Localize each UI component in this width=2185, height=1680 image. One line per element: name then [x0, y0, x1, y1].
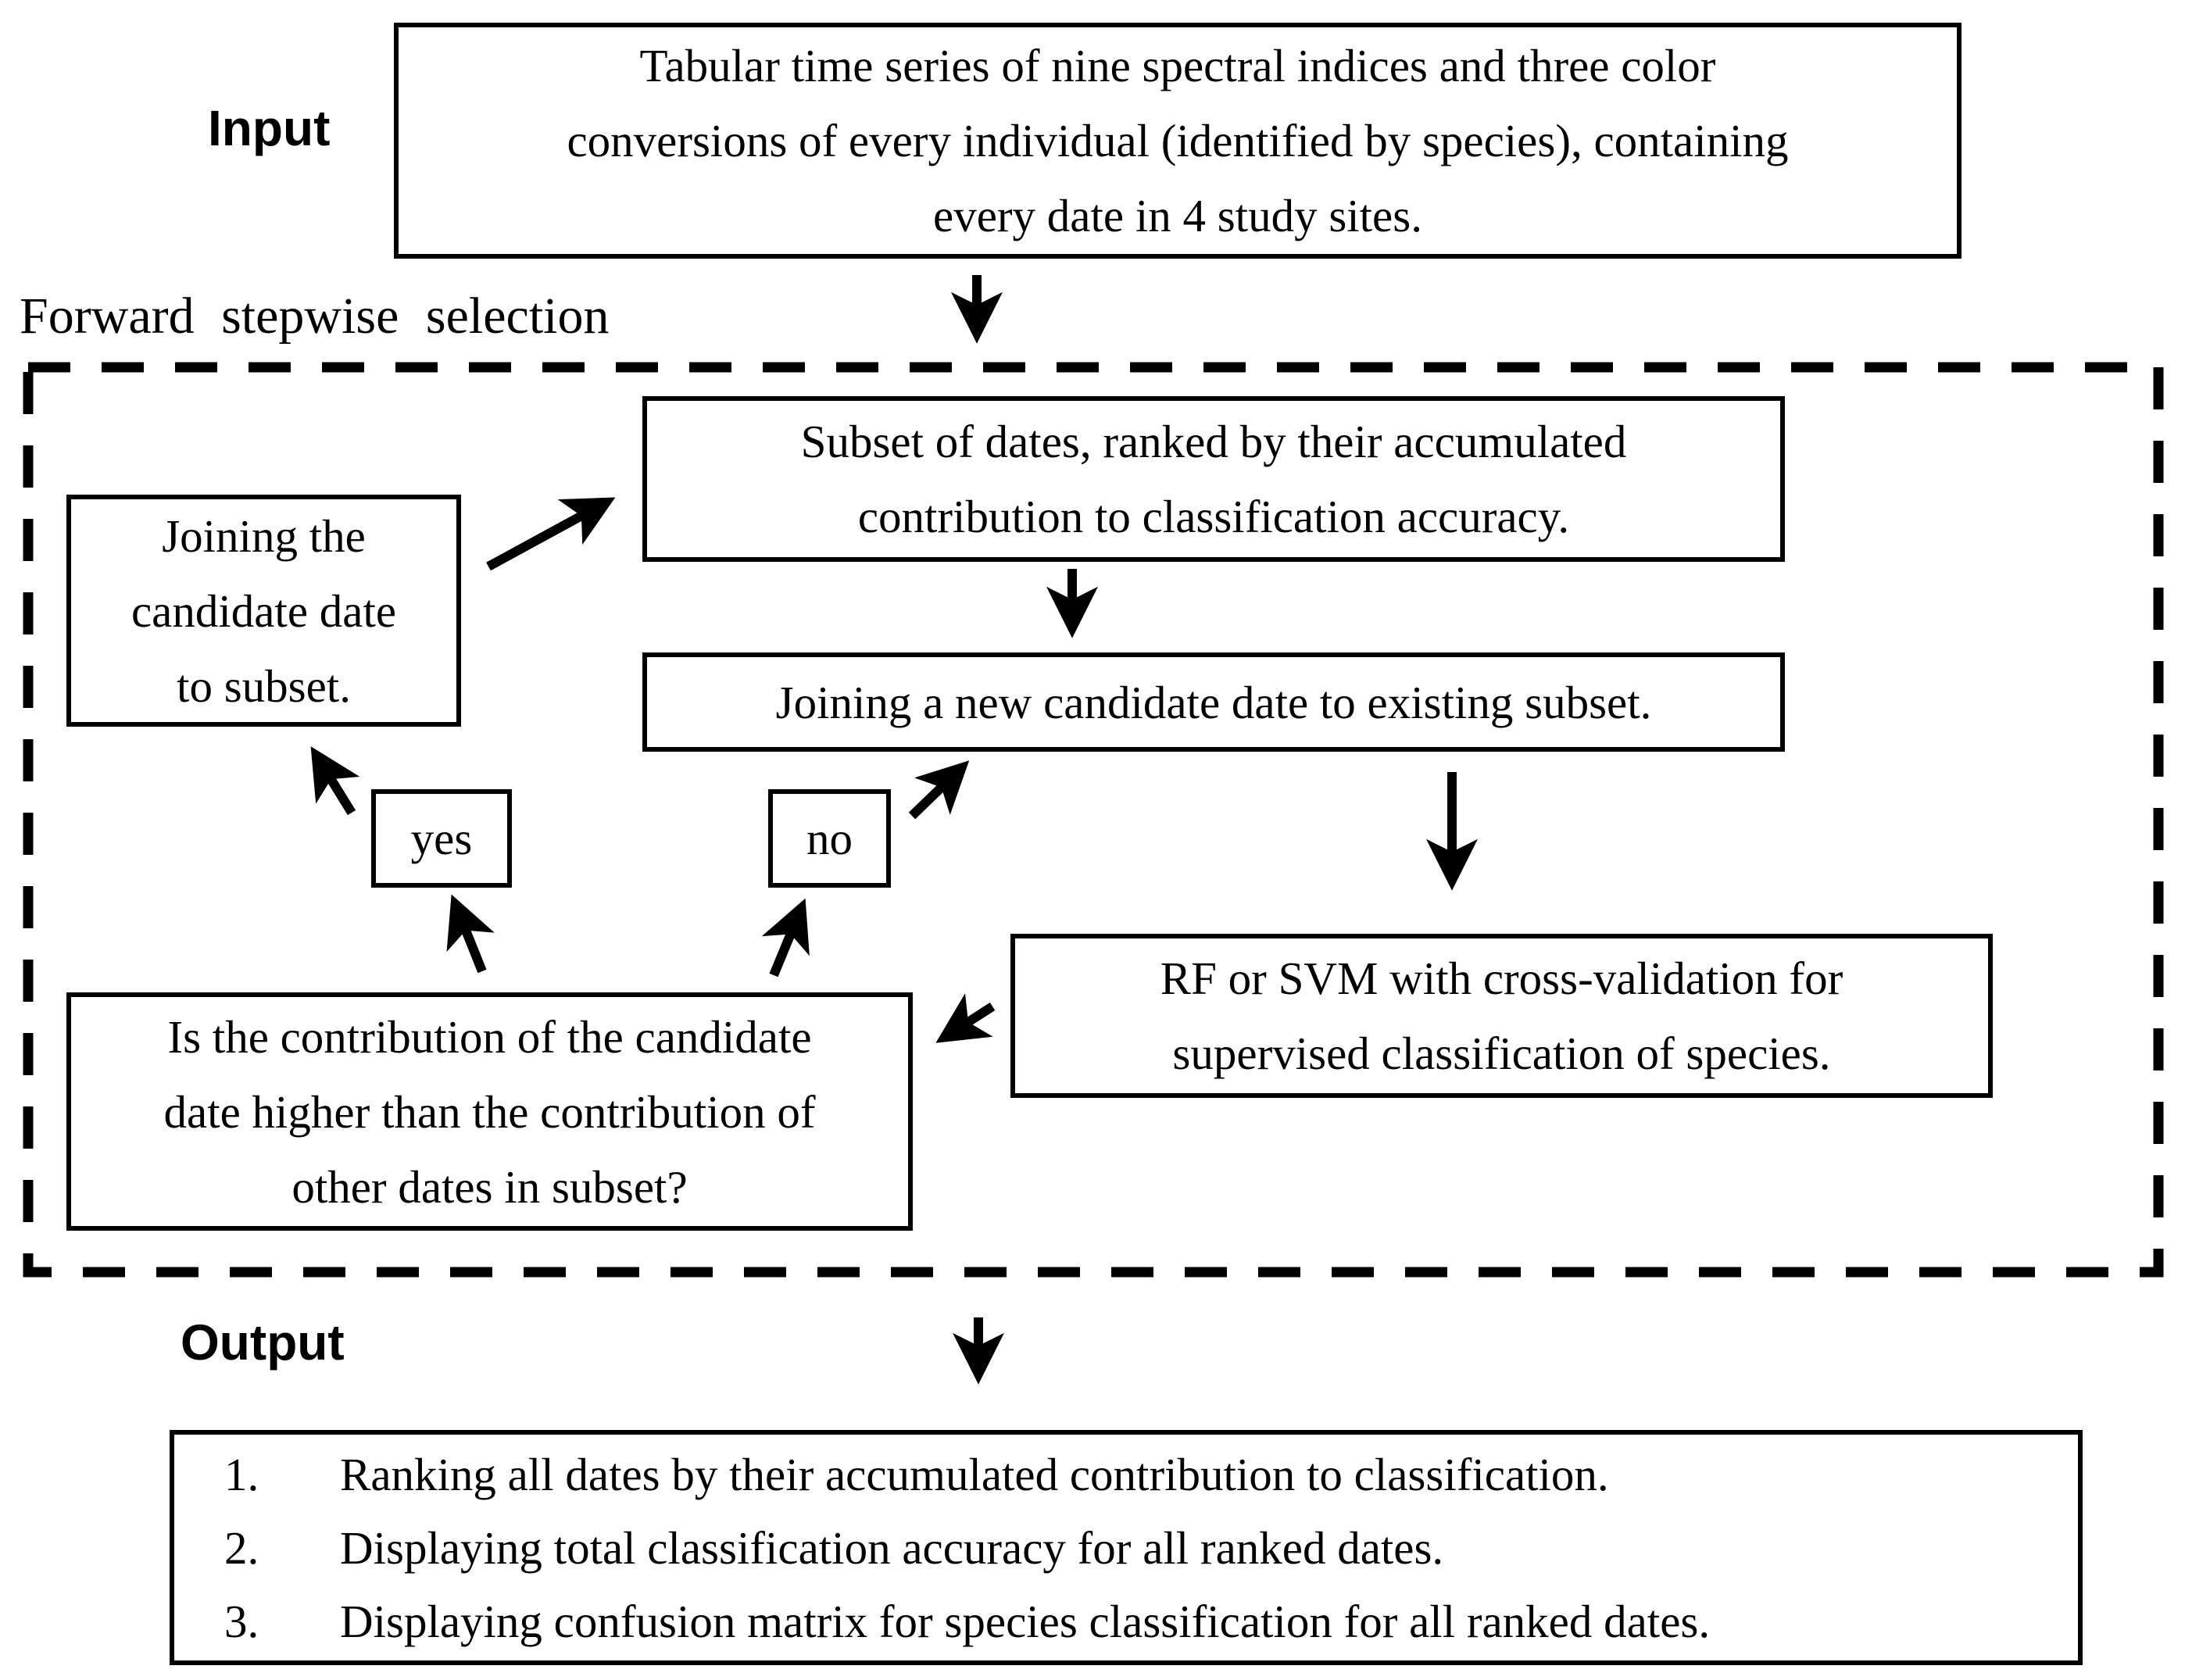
output-item-number: 1.: [224, 1448, 259, 1500]
joining-candidate-line: Joining the: [162, 509, 366, 562]
joining-new-line: Joining a new candidate date to existing…: [775, 676, 1652, 728]
subset-box-line: contribution to classification accuracy.: [857, 491, 1570, 542]
yes-box: yes: [371, 789, 512, 888]
loop-dashed-border: [23, 362, 2164, 1278]
subset-box-line: Subset of dates, ranked by their accumul…: [800, 416, 1627, 467]
input-label: Input: [208, 100, 331, 156]
joining-candidate-line: to subset.: [177, 659, 351, 712]
forward-stepwise-selection-label: Forward stepwise selection: [20, 288, 610, 345]
arrow-question-to-yes: [446, 894, 495, 974]
input-box-line: every date in 4 study sites.: [933, 190, 1422, 241]
arrow-rf-to-question: [935, 993, 996, 1043]
rf-box-line: supervised classification of species.: [1172, 1028, 1831, 1079]
arrow-question-to-no: [761, 898, 810, 978]
contribution-question-box: Is the contribution of the candidate dat…: [66, 992, 913, 1231]
no-box: no: [768, 789, 891, 888]
output-item-text: Displaying total classification accuracy…: [340, 1521, 1444, 1574]
output-item-text: Displaying confusion matrix for species …: [340, 1595, 1711, 1647]
output-list-item: 3. Displaying confusion matrix for speci…: [174, 1585, 2078, 1658]
input-box-line: conversions of every individual (identif…: [567, 115, 1789, 166]
joining-candidate-date-box: Joining the candidate date to subset.: [66, 495, 461, 727]
output-item-number: 2.: [224, 1521, 259, 1574]
joining-candidate-line: candidate date: [131, 584, 397, 637]
arrow-joining-candidate-to-subset: [486, 497, 616, 571]
arrow-yes-to-joining-candidate: [310, 746, 360, 816]
question-box-line: date higher than the contribution of: [163, 1085, 816, 1138]
rf-box-line: RF or SVM with cross-validation for: [1160, 953, 1843, 1004]
input-box-line: Tabular time series of nine spectral ind…: [639, 40, 1716, 91]
joining-new-candidate-box: Joining a new candidate date to existing…: [642, 652, 1785, 752]
output-list-item: 2. Displaying total classification accur…: [174, 1511, 2078, 1585]
rf-svm-box: RF or SVM with cross-validation for supe…: [1010, 934, 1993, 1098]
output-item-number: 3.: [224, 1595, 259, 1647]
subset-of-dates-box: Subset of dates, ranked by their accumul…: [642, 396, 1785, 562]
question-box-line: Is the contribution of the candidate: [167, 1010, 812, 1063]
input-box: Tabular time series of nine spectral ind…: [394, 23, 1961, 259]
output-item-text: Ranking all dates by their accumulated c…: [340, 1448, 1609, 1500]
no-label: no: [806, 813, 853, 864]
arrow-no-to-joining-new: [908, 760, 970, 820]
output-list-item: 1. Ranking all dates by their accumulate…: [174, 1438, 2078, 1511]
question-box-line: other dates in subset?: [291, 1160, 688, 1213]
output-box: 1. Ranking all dates by their accumulate…: [170, 1430, 2083, 1665]
output-label: Output: [181, 1314, 345, 1371]
yes-label: yes: [410, 813, 473, 864]
